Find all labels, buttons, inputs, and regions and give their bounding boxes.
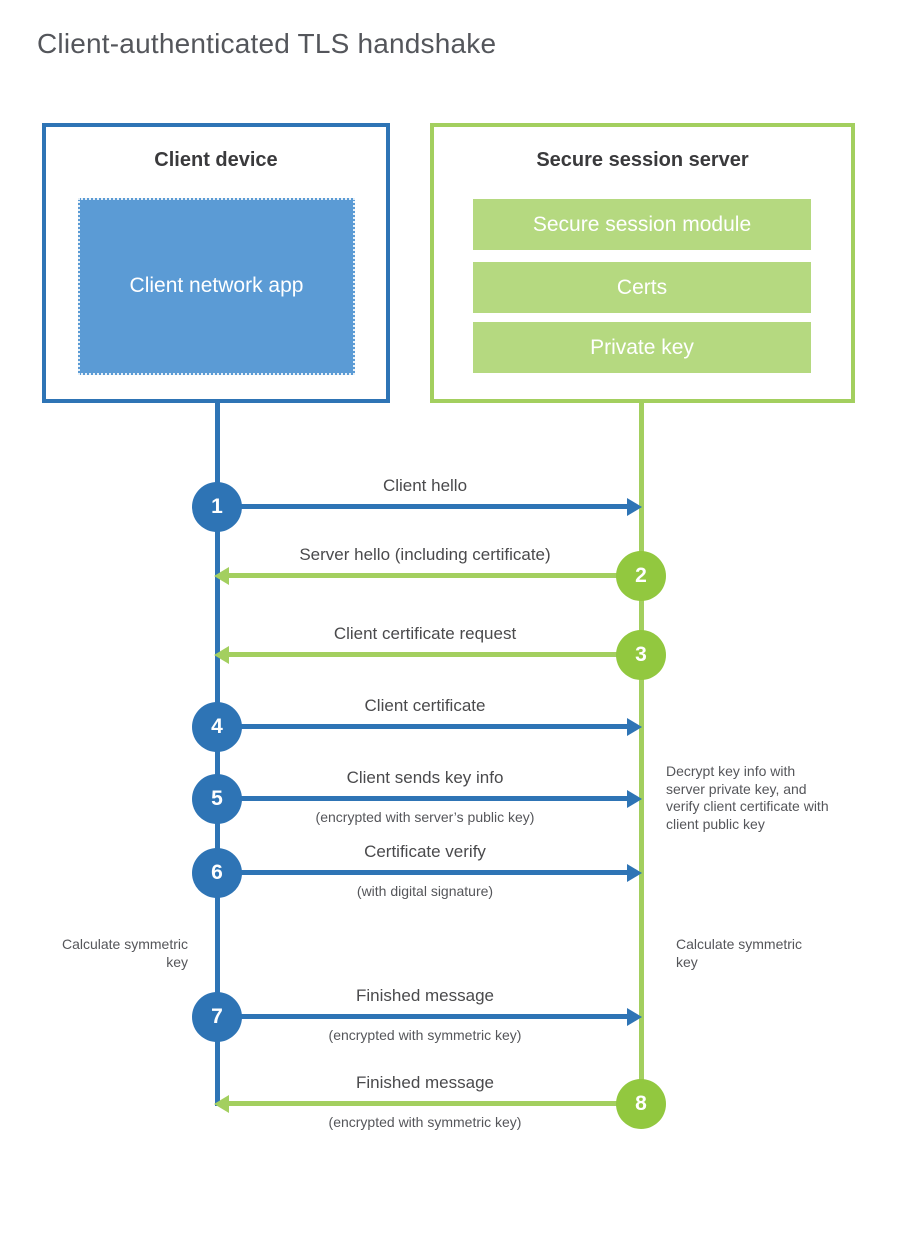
step-8-label: Finished message [356,1073,494,1092]
step-5-arrow-line [230,796,628,801]
step-2-arrowhead-icon [214,567,229,585]
step-6-number: 6 [192,848,242,898]
step-7-arrow-line [230,1014,628,1019]
secure-session-server-box: Secure session server Secure session mod… [430,123,855,403]
note-decrypt-key-info: Decrypt key info with server private key… [666,763,829,832]
step-7-label: Finished message [356,986,494,1005]
step-4-number: 4 [192,702,242,752]
step-3-arrowhead-icon [214,646,229,664]
step-8-arrowhead-icon [214,1095,229,1113]
step-3-number: 3 [616,630,666,680]
step-8-number: 8 [616,1079,666,1129]
step-7-arrowhead-icon [627,1008,642,1026]
step-2-label: Server hello (including certificate) [299,545,551,564]
note-calculate-symmetric-key-server: Calculate symmetric key [676,936,803,970]
step-6-label: Certificate verify [364,842,486,861]
client-device-title: Client device [154,149,278,171]
step-8-arrow-line [228,1101,620,1106]
client-device-box: Client device Client network app [42,123,390,403]
step-1-arrow-line [230,504,628,509]
step-1-arrowhead-icon [627,498,642,516]
step-6-sublabel: (with digital signature) [356,883,494,899]
step-4-arrow-line [230,724,628,729]
step-7-sublabel: (encrypted with symmetric key) [328,1027,522,1043]
step-4-label: Client certificate [364,696,486,715]
step-3-arrow-line [228,652,620,657]
server-lifeline [639,401,644,1127]
step-2-number: 2 [616,551,666,601]
secure-session-server-title: Secure session server [536,149,749,171]
server-module-certs: Certs [473,262,811,313]
server-module-private-key: Private key [473,322,811,373]
client-network-app-label: Client network app [129,274,304,298]
step-1-number: 1 [192,482,242,532]
page-title: Client-authenticated TLS handshake [37,28,497,59]
step-6-arrow-line [230,870,628,875]
client-network-app-box: Client network app [78,198,355,375]
step-5-arrowhead-icon [627,790,642,808]
step-6-arrowhead-icon [627,864,642,882]
client-lifeline [215,401,220,1106]
step-4-arrowhead-icon [627,718,642,736]
note-calculate-symmetric-key-client: Calculate symmetric key [61,936,188,970]
step-5-sublabel: (encrypted with server’s public key) [315,809,535,825]
step-2-arrow-line [228,573,620,578]
step-5-number: 5 [192,774,242,824]
step-3-label: Client certificate request [333,624,517,643]
step-7-number: 7 [192,992,242,1042]
step-1-label: Client hello [382,476,468,495]
server-module-secure-session: Secure session module [473,199,811,250]
step-5-label: Client sends key info [346,768,504,787]
step-8-sublabel: (encrypted with symmetric key) [328,1114,522,1130]
